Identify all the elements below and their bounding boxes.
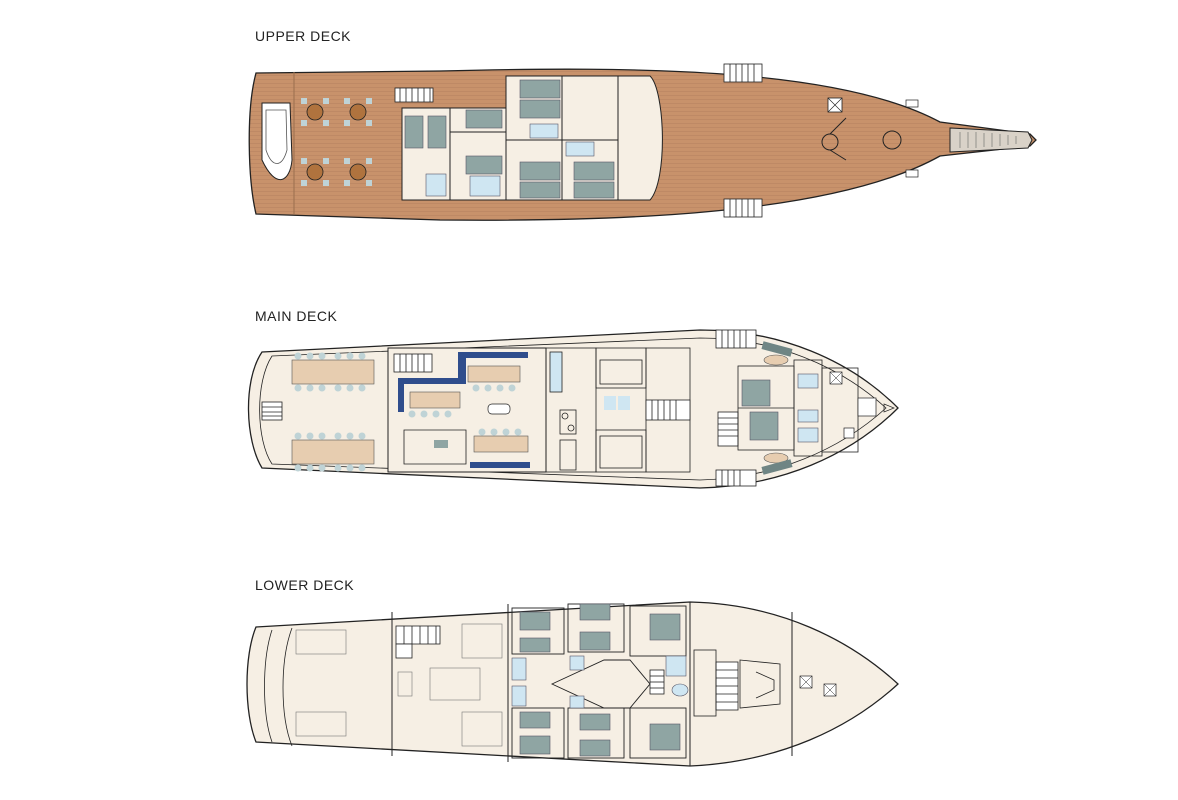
bollard-starboard xyxy=(905,169,919,178)
round-table-3 xyxy=(301,158,329,186)
round-table-4 xyxy=(344,158,372,186)
salon-chairs xyxy=(408,384,522,436)
forward-compartments xyxy=(693,649,781,717)
round-table-2 xyxy=(344,98,372,126)
main-aft-stairs xyxy=(261,401,283,421)
salon-tables xyxy=(409,365,529,453)
bench-port xyxy=(761,341,793,357)
salon-sofa xyxy=(398,352,528,412)
bollard-port xyxy=(905,99,919,108)
aft-dining-table-starboard xyxy=(291,432,375,472)
main-stairs-forward xyxy=(715,329,757,487)
upper-stairs-starboard xyxy=(723,198,763,218)
round-table-1 xyxy=(301,98,329,126)
main-crew-cabins xyxy=(645,347,691,473)
upper-stairs-aft xyxy=(394,87,434,103)
salon-console xyxy=(487,403,511,415)
engine-room xyxy=(295,623,503,747)
mast-base xyxy=(882,130,902,150)
lower-bulkheads xyxy=(391,602,793,766)
salon-sofa-2 xyxy=(470,462,530,468)
lower-stairs-forward xyxy=(649,661,739,711)
vanity-port xyxy=(763,354,789,366)
lower-stairs xyxy=(395,625,441,659)
bowsprit xyxy=(949,127,1033,153)
lower-deck-title: LOWER DECK xyxy=(255,577,355,593)
bench-starboard xyxy=(761,459,793,475)
tender-boat xyxy=(261,102,293,181)
main-deck-title: MAIN DECK xyxy=(255,308,338,324)
bar-counter xyxy=(403,429,467,465)
upper-deck-plan xyxy=(248,63,1037,221)
upper-stairs-port xyxy=(723,63,763,83)
aft-dining-table-port xyxy=(291,352,375,392)
upper-deck-title: UPPER DECK xyxy=(255,28,352,44)
main-stairs-aft xyxy=(393,353,433,373)
main-guest-beds xyxy=(741,379,779,441)
upper-bathrooms xyxy=(425,123,595,197)
main-bath-fixtures xyxy=(797,373,819,443)
lower-bath-fixtures xyxy=(511,655,689,709)
vanity-starboard xyxy=(763,452,789,464)
bowsprit-net xyxy=(959,132,1017,148)
lower-cabin-walls xyxy=(511,603,687,759)
lower-cabin-beds xyxy=(519,603,681,757)
upper-cabin-beds xyxy=(404,79,615,199)
